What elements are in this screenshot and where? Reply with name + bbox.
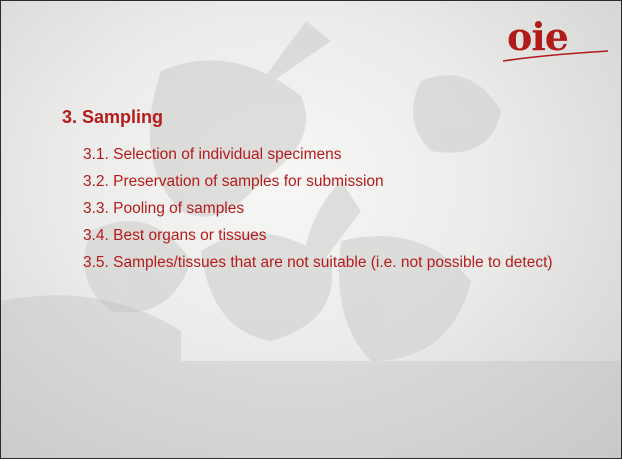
slide-title: 3. Sampling [62, 107, 164, 127]
logo-swoosh-icon [502, 50, 609, 62]
oie-logo: oie [502, 14, 611, 73]
sampling-topics-list: 3.1. Selection of individual specimens 3… [83, 146, 553, 281]
list-item: 3.3. Pooling of samples [83, 200, 245, 217]
list-item: 3.2. Preservation of samples for submiss… [83, 173, 384, 190]
list-item: 3.4. Best organs or tissues [83, 227, 267, 244]
list-item: 3.1. Selection of individual specimens [83, 146, 342, 163]
list-item: 3.5. Samples/tissues that are not suitab… [83, 254, 553, 271]
logo-wordmark: oie [507, 14, 569, 59]
